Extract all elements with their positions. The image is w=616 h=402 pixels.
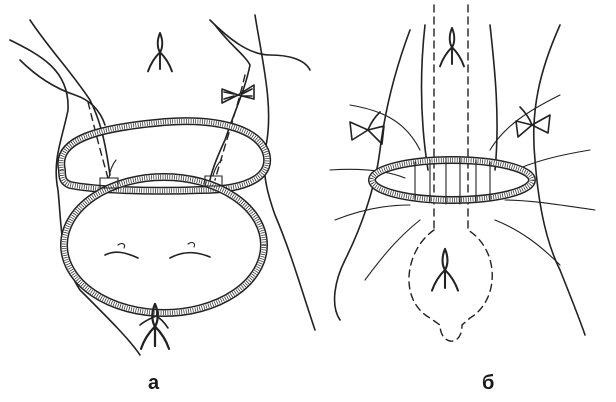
panel-a-left-branch xyxy=(20,60,105,125)
panel-a-left-channel xyxy=(88,102,108,178)
panel-a-right-fold xyxy=(170,253,210,258)
panel-b-right-line-4 xyxy=(495,220,560,265)
panel-a-left-fold-mark xyxy=(118,244,125,248)
panel-b-ring xyxy=(372,160,532,200)
panel-b-label: б xyxy=(482,372,494,395)
panel-b-right-line-3 xyxy=(505,200,595,210)
panel-b-bulb-knot-icon xyxy=(432,249,458,291)
panel-b-dashed-bulb xyxy=(409,230,492,341)
panel-a-left-fold xyxy=(105,252,138,258)
panel-a-label: а xyxy=(148,372,159,395)
panel-b-center-left-line xyxy=(422,25,428,170)
panel-a-inner-right-line xyxy=(210,25,250,180)
panel-a-right-fold-mark xyxy=(188,243,195,247)
panel-a-lower-ring xyxy=(64,177,264,313)
panel-b-left-line-4 xyxy=(365,220,420,280)
panel-b-left-line-3 xyxy=(335,205,410,220)
panel-b-left-bow-knot-icon xyxy=(350,112,384,144)
panel-b-right-contour xyxy=(534,25,585,335)
panel-a-drawing xyxy=(10,15,315,355)
panel-a-inner-left-line xyxy=(30,20,110,175)
panel-a-top-knot-icon xyxy=(148,33,172,71)
panel-b-left-line-2 xyxy=(330,169,405,178)
panel-b-drawing xyxy=(330,5,595,341)
panel-b-right-line-2 xyxy=(520,150,590,168)
panel-b-top-knot-icon xyxy=(440,28,464,66)
